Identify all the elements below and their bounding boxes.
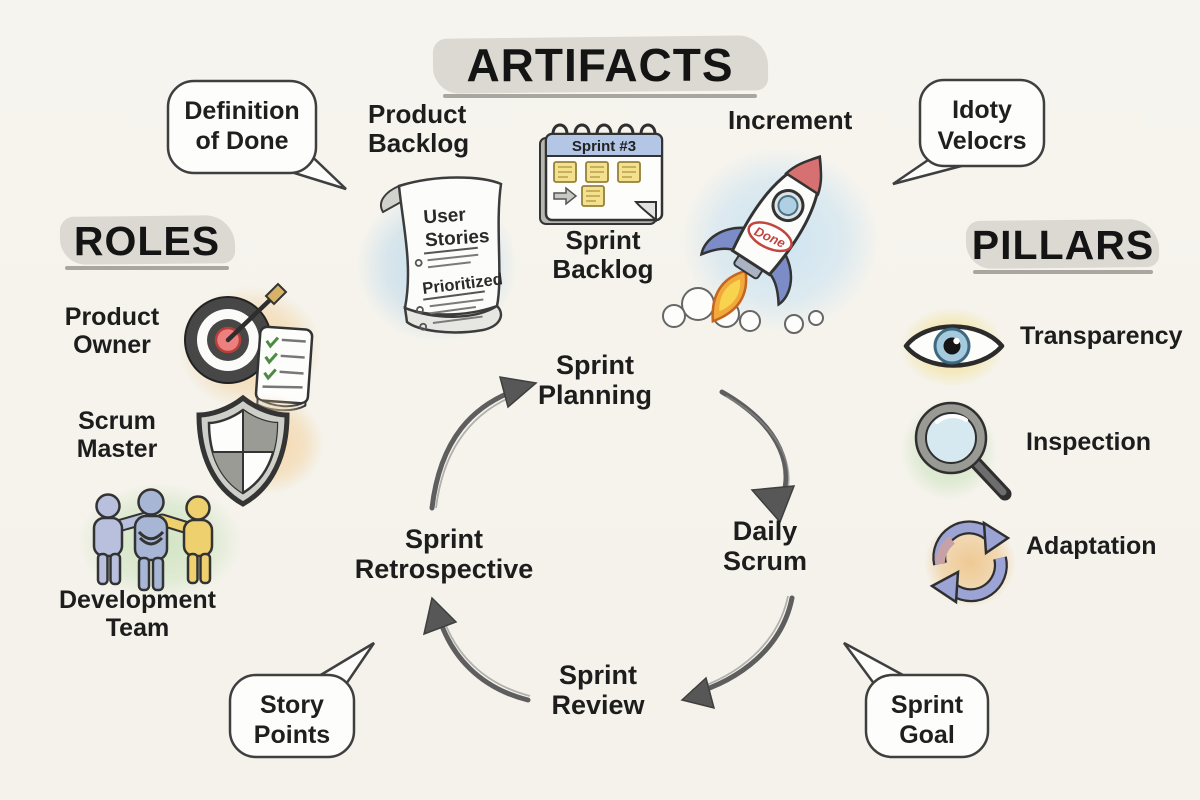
sprint-goal-line2: Goal — [899, 721, 955, 749]
pillars-title: PILLARS — [971, 221, 1155, 268]
sync-arrows-icon — [924, 519, 1016, 607]
scroll-user-text: User — [423, 204, 467, 228]
scrum-master-label: Scrum Master — [76, 407, 158, 463]
transparency-label: Transparency — [1020, 322, 1183, 350]
scroll-stories-text: Stories — [424, 226, 490, 251]
sticky-notes — [553, 161, 641, 207]
sprint-calendar-icon: Sprint #3 — [539, 123, 664, 225]
rocket-body: Done — [699, 154, 823, 324]
arrow-fletching — [264, 282, 288, 306]
checkmark — [265, 336, 280, 349]
team-member-center — [133, 488, 169, 592]
artifacts-underline — [443, 94, 757, 98]
checkmark — [263, 368, 277, 381]
definition-of-done-bubble: Definition of Done — [166, 79, 347, 191]
page-curl — [633, 201, 657, 223]
cycle-sprint-retrospective-label: Sprint Retrospective — [354, 524, 534, 585]
velocity-line1: Idoty — [952, 96, 1012, 124]
product-owner-label: Product Owner — [64, 303, 160, 359]
target-icon — [178, 282, 322, 412]
rocket-icon: Done — [662, 148, 878, 334]
story-points-line1: Story — [260, 691, 324, 719]
roles-underline — [65, 266, 229, 270]
pillars-underline — [972, 270, 1154, 274]
definition-of-done-line1: Definition — [184, 97, 299, 125]
team-icon — [78, 484, 242, 600]
cycle-daily-scrum-label: Daily Scrum — [722, 516, 808, 577]
magnifying-glass-icon — [901, 400, 1012, 501]
roles-title: ROLES — [73, 217, 221, 264]
inspection-label: Inspection — [1026, 428, 1152, 456]
shield-icon — [196, 394, 324, 507]
story-points-line2: Points — [254, 721, 330, 749]
velocity-bubble: Idoty Velocrs — [892, 78, 1046, 186]
development-team-label: Development Team — [59, 586, 216, 642]
calendar-header-text: Sprint #3 — [572, 138, 636, 155]
pillars-heading: PILLARS — [958, 214, 1168, 276]
sprint-goal-bubble: Sprint Goal — [842, 641, 990, 759]
sprint-backlog-label: Sprint Backlog — [552, 225, 654, 285]
adaptation-label: Adaptation — [1026, 532, 1157, 560]
roles-heading: ROLES — [52, 210, 242, 272]
increment-label: Increment — [728, 105, 853, 135]
rocket-nose-cone — [784, 155, 823, 197]
story-points-bubble: Story Points — [228, 641, 376, 759]
artifacts-title: ARTIFACTS — [466, 39, 734, 91]
product-backlog-scroll-icon: User Stories Prioritized — [357, 176, 517, 342]
artifacts-heading: ARTIFACTS — [418, 30, 782, 100]
product-backlog-label: Product Backlog — [368, 99, 470, 159]
arrow-to-note — [553, 186, 578, 206]
definition-of-done-line2: of Done — [195, 127, 288, 155]
eye-icon — [900, 307, 1005, 387]
cycle-sprint-planning-label: Sprint Planning — [538, 350, 652, 411]
cycle-sprint-review-label: Sprint Review — [551, 660, 645, 721]
velocity-line2: Velocrs — [938, 127, 1027, 155]
checkmark — [264, 352, 278, 365]
arrow-shaft — [225, 295, 275, 343]
sprint-goal-line1: Sprint — [891, 691, 964, 719]
